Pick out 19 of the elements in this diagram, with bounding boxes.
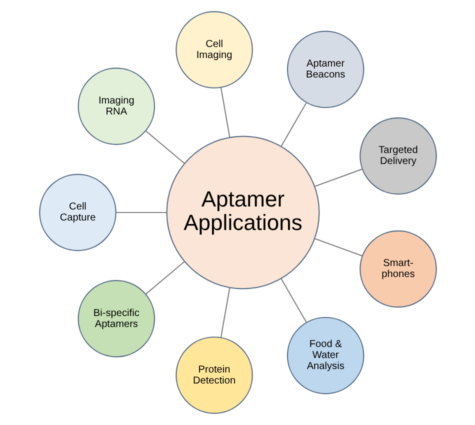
node-circle: Targeted Delivery <box>359 117 436 195</box>
node-circle: Smart- phones <box>359 230 436 308</box>
connector <box>220 288 230 338</box>
connector <box>115 212 166 214</box>
connector <box>314 168 362 187</box>
node-circle: Cell Imaging <box>175 11 252 88</box>
connector <box>280 102 306 147</box>
connector <box>144 130 184 164</box>
node-circle: Food & Water Analysis <box>286 316 364 394</box>
connector <box>144 261 184 295</box>
node-circle: Cell Capture <box>38 174 116 252</box>
connector <box>314 238 362 256</box>
node-circle: Aptamer Applications <box>166 136 320 290</box>
node-circle: Aptamer Beacons <box>286 30 364 108</box>
connector <box>280 278 306 323</box>
node-circle: Bi-specific Aptamers <box>77 280 155 358</box>
node-circle: Imaging RNA <box>77 68 155 145</box>
node-circle: Protein Detection <box>175 336 252 414</box>
connector <box>220 87 230 138</box>
